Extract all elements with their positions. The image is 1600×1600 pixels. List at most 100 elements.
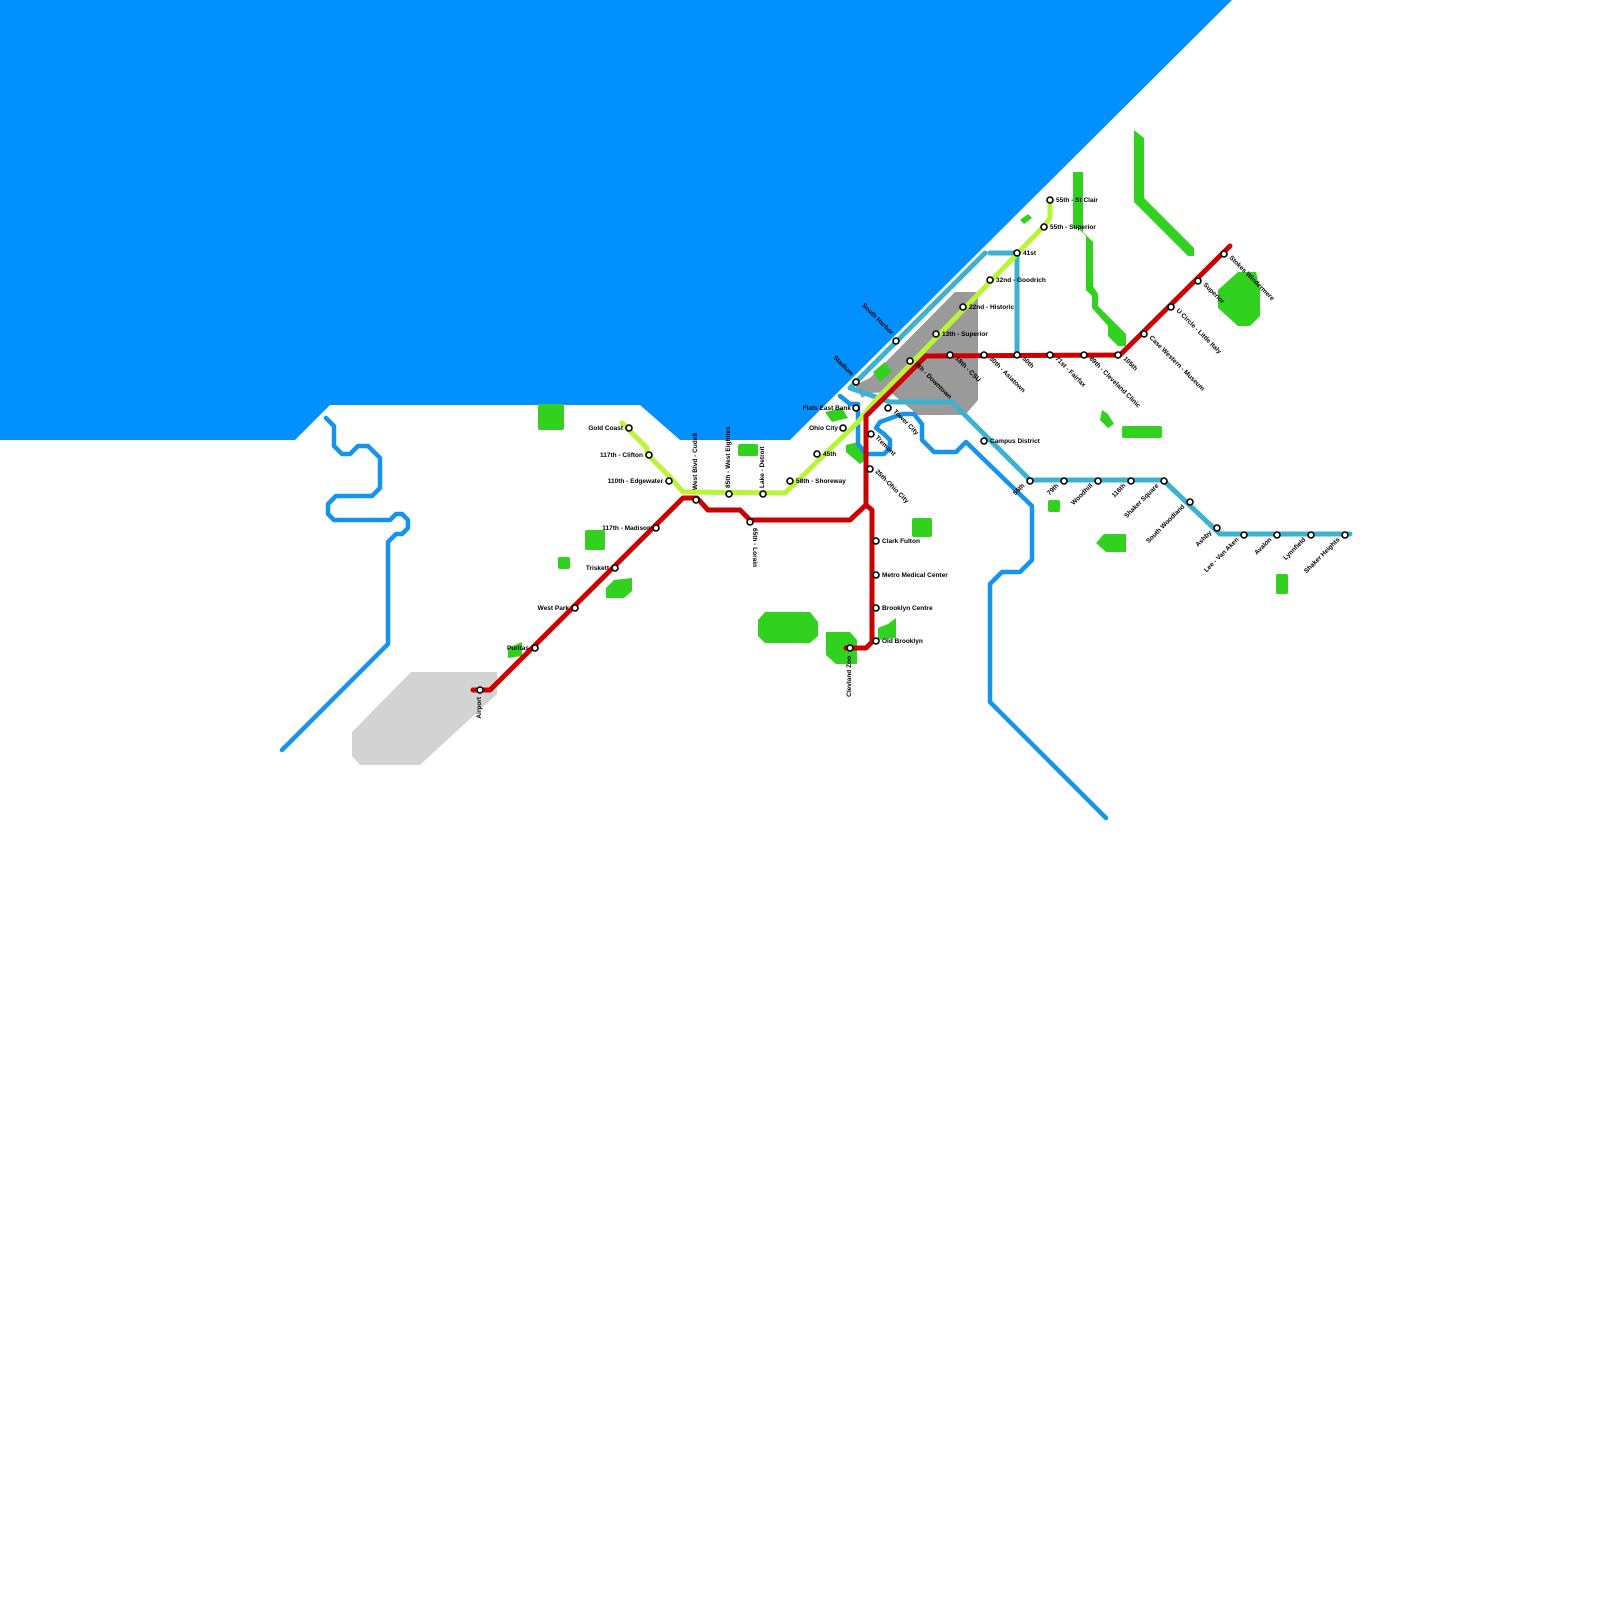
station-brooklyn-centre[interactable]: Brooklyn Centre — [872, 604, 933, 612]
station-puritas[interactable]: Puritas — [507, 644, 539, 652]
station-marker[interactable] — [1213, 524, 1221, 532]
station-label: Lynnfield — [1282, 536, 1307, 561]
station-label: Avalon — [1253, 536, 1273, 556]
station-55th-superior[interactable]: 55th - Superior — [1040, 223, 1096, 231]
park-lakewood — [585, 530, 605, 550]
station-65th-lorain[interactable]: 65th - Lorain — [746, 518, 758, 567]
station-west-blvd-cudell[interactable]: West Blvd - Cudell — [692, 433, 700, 504]
station-marker[interactable] — [1013, 351, 1021, 359]
station-marker[interactable] — [692, 496, 700, 504]
station-marker[interactable] — [884, 404, 892, 412]
station-marker[interactable] — [1307, 531, 1315, 539]
park-downtown — [873, 362, 892, 382]
station-lake-detroit[interactable]: Lake - Detroit — [759, 446, 767, 498]
station-25th-ohio-city[interactable]: 25th-Ohio City — [866, 465, 910, 505]
station-marker[interactable] — [932, 330, 940, 338]
station-marker[interactable] — [1160, 477, 1168, 485]
station-85th-west-eighties[interactable]: 85th - West Eighties — [725, 426, 733, 498]
station-55th-st-clair[interactable]: 55th - St Clair — [1046, 196, 1098, 204]
station-marker[interactable] — [980, 437, 988, 445]
station-marker[interactable] — [476, 686, 484, 694]
station-22nd-historic[interactable]: 22nd - Historic — [959, 303, 1015, 311]
station-marker[interactable] — [852, 378, 860, 386]
station-west-park[interactable]: West Park — [538, 604, 579, 612]
station-marker[interactable] — [1186, 498, 1194, 506]
station-gold-coast[interactable]: Gold Coast — [588, 424, 633, 432]
station-label: 79th — [1046, 482, 1060, 496]
park-lake-detroit — [738, 444, 758, 456]
station-marker[interactable] — [1341, 531, 1349, 539]
station-ashby[interactable]: Ashby — [1194, 524, 1221, 548]
station-marker[interactable] — [611, 564, 619, 572]
station-marker[interactable] — [959, 303, 967, 311]
station-marker[interactable] — [846, 644, 854, 652]
station-marker[interactable] — [1220, 250, 1228, 258]
station-label: Ohio City — [809, 425, 838, 432]
station-case-western-museum[interactable]: Case Western - Museum — [1140, 330, 1206, 393]
station-marker[interactable] — [872, 571, 880, 579]
station-32nd-goodrich[interactable]: 32nd - Goodrich — [986, 276, 1046, 284]
station-marker[interactable] — [980, 351, 988, 359]
station-marker[interactable] — [786, 477, 794, 485]
station-marker[interactable] — [1127, 477, 1135, 485]
station-u-circle-little-italy[interactable]: U Circle - Little Italy — [1167, 303, 1223, 356]
station-metro-medical-center[interactable]: Metro Medical Center — [872, 571, 948, 579]
station-marker[interactable] — [625, 424, 633, 432]
station-campus-district[interactable]: Campus District — [980, 437, 1041, 445]
station-marker[interactable] — [1080, 351, 1088, 359]
station-41st[interactable]: 41st — [1013, 249, 1037, 257]
station-marker[interactable] — [1060, 477, 1068, 485]
station-45th[interactable]: 45th — [813, 450, 836, 458]
station-marker[interactable] — [571, 604, 579, 612]
park-doan-brook — [1073, 172, 1126, 346]
station-lee-van-aken[interactable]: Lee - Van Aken — [1203, 531, 1248, 574]
station-110th-edgewater[interactable]: 110th - Edgewater — [608, 477, 673, 485]
station-marker[interactable] — [906, 357, 914, 365]
station-marker[interactable] — [852, 404, 860, 412]
station-marker[interactable] — [1167, 303, 1175, 311]
station-cleveland-zoo[interactable]: Clevland Zoo — [846, 644, 854, 697]
station-south-woodland[interactable]: South Woodland — [1145, 498, 1194, 545]
station-117th-madison[interactable]: 117th - Madison — [602, 524, 660, 532]
station-marker[interactable] — [839, 424, 847, 432]
station-marker[interactable] — [1040, 223, 1048, 231]
station-marker[interactable] — [1094, 477, 1102, 485]
station-old-brooklyn[interactable]: Old Brooklyn — [872, 637, 923, 645]
station-58th-shoreway[interactable]: 58th - Shoreway — [786, 477, 846, 485]
station-marker[interactable] — [725, 490, 733, 498]
station-marker[interactable] — [1140, 330, 1148, 338]
station-marker[interactable] — [652, 524, 660, 532]
station-marker[interactable] — [872, 604, 880, 612]
station-marker[interactable] — [531, 644, 539, 652]
park-edgewater — [538, 404, 564, 430]
station-marker[interactable] — [1273, 531, 1281, 539]
station-marker[interactable] — [866, 465, 874, 473]
station-triskett[interactable]: Triskett — [586, 564, 619, 572]
station-marker[interactable] — [872, 537, 880, 545]
station-117th-clifton[interactable]: 117th - Clifton — [600, 451, 653, 459]
station-airport[interactable]: Airport — [476, 686, 484, 719]
station-marker[interactable] — [1194, 277, 1202, 285]
station-marker[interactable] — [867, 430, 875, 438]
station-marker[interactable] — [645, 451, 653, 459]
station-marker[interactable] — [813, 450, 821, 458]
station-30th-asiatown[interactable]: 30th - Asiatown — [980, 351, 1026, 394]
station-flats-east-bank[interactable]: Flats East Bank — [803, 404, 860, 412]
station-marker[interactable] — [665, 477, 673, 485]
station-marker[interactable] — [759, 490, 767, 498]
station-marker[interactable] — [872, 637, 880, 645]
station-marker[interactable] — [1046, 196, 1054, 204]
station-marker[interactable] — [1114, 351, 1122, 359]
station-marker[interactable] — [892, 337, 900, 345]
station-105th[interactable]: 105th — [1114, 351, 1139, 372]
station-marker[interactable] — [1046, 351, 1054, 359]
station-marker[interactable] — [986, 276, 994, 284]
station-ohio-city[interactable]: Ohio City — [809, 424, 847, 432]
station-clark-fulton[interactable]: Clark Fulton — [872, 537, 920, 545]
station-marker[interactable] — [1013, 249, 1021, 257]
station-13th-superior[interactable]: 13th - Superior — [932, 330, 988, 338]
station-marker[interactable] — [746, 518, 754, 526]
station-marker[interactable] — [946, 351, 954, 359]
station-marker[interactable] — [1240, 531, 1248, 539]
station-marker[interactable] — [1026, 477, 1034, 485]
